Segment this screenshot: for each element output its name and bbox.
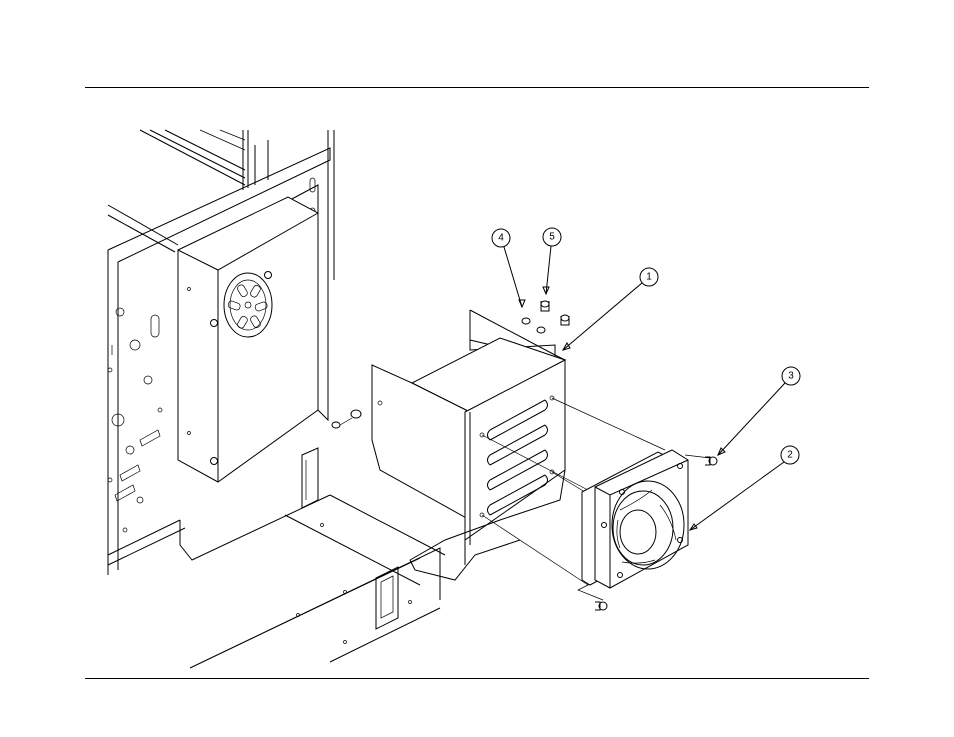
callout-5-label: 5 (549, 232, 555, 243)
callout-2: 2 (690, 446, 799, 530)
callout-4-label: 4 (498, 233, 504, 244)
power-supply-unit (178, 197, 318, 482)
callout-3-label: 3 (788, 371, 794, 382)
callout-1-label: 1 (646, 272, 652, 283)
callout-4: 4 (492, 229, 525, 307)
callout-5: 5 (543, 228, 561, 294)
fan-shroud-bracket (372, 310, 565, 580)
callout-1: 1 (563, 268, 658, 350)
callout-3: 3 (718, 367, 800, 455)
callout-2-label: 2 (787, 450, 793, 461)
cooling-fan (582, 450, 688, 588)
